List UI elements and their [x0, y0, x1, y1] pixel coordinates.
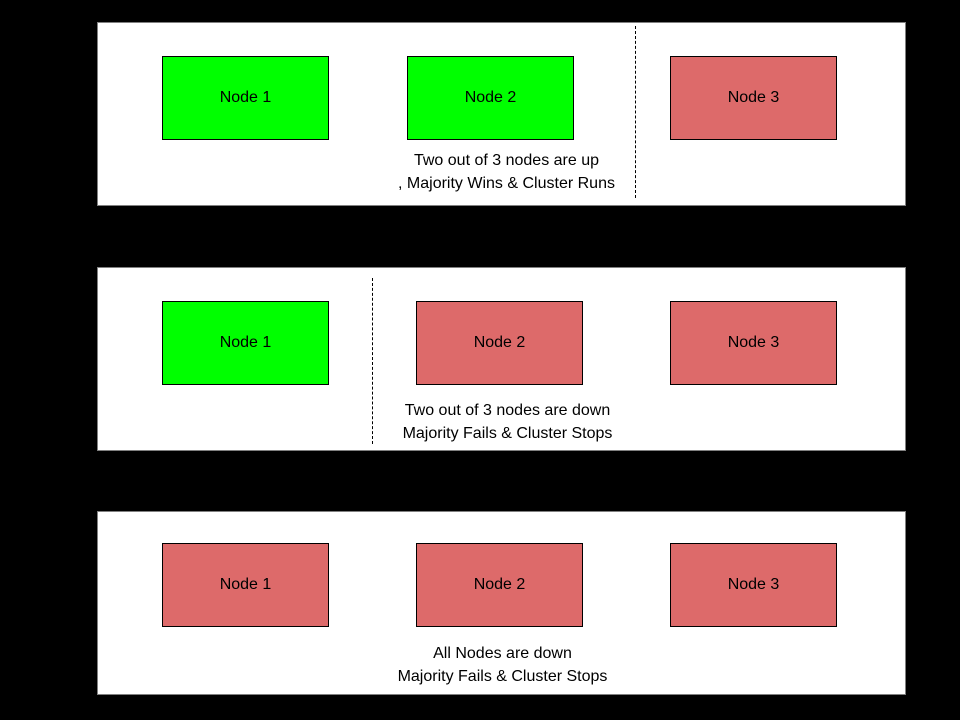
scenario-panel-all-down: Node 1 Node 2 Node 3 All Nodes are down … [97, 511, 906, 695]
node-box-2[interactable]: Node 2 [416, 301, 583, 385]
node-box-2[interactable]: Node 2 [416, 543, 583, 627]
node-box-1[interactable]: Node 1 [162, 56, 329, 140]
node-box-1[interactable]: Node 1 [162, 301, 329, 385]
caption-line-2: Majority Fails & Cluster Stops [397, 668, 608, 685]
node-box-3[interactable]: Node 3 [670, 56, 837, 140]
quorum-divider-line [372, 278, 373, 444]
scenario-panel-two-up: Node 1 Node 2 Node 3 Two out of 3 nodes … [97, 22, 906, 206]
scenario-panel-two-down: Node 1 Node 2 Node 3 Two out of 3 nodes … [97, 267, 906, 451]
node-box-2[interactable]: Node 2 [407, 56, 574, 140]
caption-line-1: Two out of 3 nodes are down [404, 402, 611, 419]
node-box-3[interactable]: Node 3 [670, 301, 837, 385]
scenario-caption: Two out of 3 nodes are down Majority Fai… [98, 399, 907, 445]
caption-line-2: , Majority Wins & Cluster Runs [398, 175, 615, 192]
node-box-3[interactable]: Node 3 [670, 543, 837, 627]
node-box-1[interactable]: Node 1 [162, 543, 329, 627]
scenario-caption: Two out of 3 nodes are up , Majority Win… [98, 149, 907, 195]
caption-line-1: All Nodes are down [433, 645, 572, 662]
quorum-divider-line [635, 26, 636, 198]
caption-line-2: Majority Fails & Cluster Stops [402, 425, 613, 442]
caption-line-1: Two out of 3 nodes are up [413, 152, 599, 169]
scenario-caption: All Nodes are down Majority Fails & Clus… [98, 642, 907, 688]
